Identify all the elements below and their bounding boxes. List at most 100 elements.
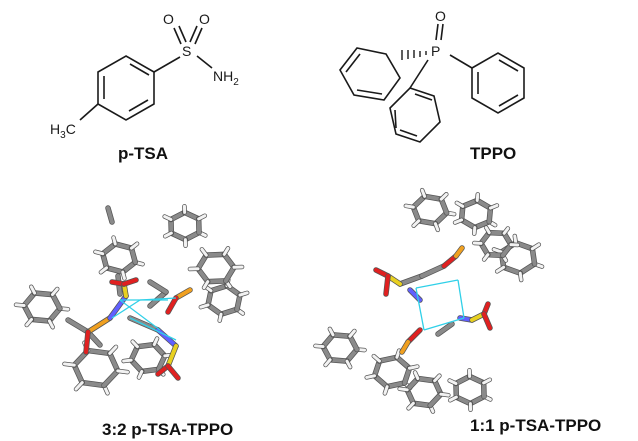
bond-stick — [86, 316, 112, 334]
bond-stick — [86, 348, 112, 356]
crystal-left-name: 3:2 p-TSA-TPPO — [102, 420, 234, 439]
hydrogen-bond — [119, 299, 161, 331]
tppo-ring-double-bond — [345, 53, 361, 73]
tppo-name: TPPO — [470, 144, 517, 163]
ptsa-amine-label: NH2 — [213, 68, 239, 88]
bond-stick — [475, 192, 480, 202]
bond-stick — [455, 201, 465, 208]
bond-stick — [156, 353, 167, 372]
ptsa-ring-double-bond — [129, 63, 150, 76]
bond-stick — [166, 344, 178, 368]
hydrogen-bond — [139, 297, 177, 301]
bond-stick — [482, 378, 492, 385]
tppo-ring-double-bond — [498, 94, 519, 107]
ptsa-s-o-bond — [178, 25, 187, 43]
bond-stick — [112, 236, 117, 246]
bond-stick — [106, 206, 114, 224]
ptsa-sulfur-label: S — [182, 43, 191, 59]
bond-stick — [72, 363, 85, 385]
bond-stick — [487, 206, 493, 224]
ptsa-methyl-label: H3C — [50, 121, 76, 141]
bond-stick — [200, 247, 208, 257]
bond-stick — [495, 265, 506, 273]
bond-stick — [492, 247, 503, 254]
bond-stick — [416, 218, 438, 226]
crystal-structure-1-1 — [313, 187, 545, 414]
bond-stick — [166, 364, 180, 380]
bond-stick — [411, 401, 433, 408]
bond-stick — [422, 194, 444, 202]
bond-stick — [433, 222, 440, 232]
ptsa-atom-labels: O O S NH2 H3C — [50, 11, 239, 141]
bond-stick — [328, 357, 349, 364]
bond-stick — [439, 392, 450, 397]
tppo-ring-double-bond — [399, 129, 418, 137]
bond-stick — [139, 367, 161, 374]
hydrogen-bond — [457, 279, 465, 319]
bond-stick — [530, 246, 537, 266]
ptsa-ring-double-bond — [128, 99, 149, 112]
bond-stick — [14, 303, 26, 307]
bond-stick — [513, 234, 518, 245]
tppo-hash-wedge — [401, 50, 427, 60]
bond-stick — [122, 278, 138, 286]
bond-stick — [448, 395, 458, 402]
bond-stick — [202, 280, 210, 290]
bond-stick — [219, 307, 240, 317]
bond-stick — [148, 280, 168, 294]
bond-stick — [218, 312, 223, 323]
bond-stick — [238, 291, 249, 297]
bond-stick — [395, 349, 401, 359]
bond-stick — [29, 317, 52, 323]
tppo-p-o-bond — [435, 23, 439, 41]
bond-stick — [204, 252, 227, 258]
bond-stick — [324, 358, 332, 367]
bond-stick — [121, 270, 126, 280]
bond-stick — [398, 274, 424, 286]
bond-stick — [32, 291, 55, 297]
bond-stick — [365, 374, 377, 379]
tppo-phenyl-ring-right — [471, 52, 525, 114]
tppo-p-c-bond — [409, 59, 429, 89]
bond-stick — [47, 319, 55, 329]
hydrogen-bond — [423, 317, 465, 331]
ptsa-name: p-TSA — [118, 144, 169, 163]
bond-stick — [420, 264, 446, 278]
bond-stick — [484, 226, 491, 235]
tppo-p-c-bond — [449, 54, 473, 69]
bond-stick — [84, 330, 90, 354]
bond-stick — [482, 253, 490, 262]
bond-stick — [413, 370, 420, 381]
bond-stick — [372, 354, 381, 363]
bond-stick — [199, 303, 210, 309]
ptsa-c-ch3-bond — [79, 103, 99, 121]
tppo-phosphorus-label: P — [431, 43, 440, 59]
bond-stick — [197, 214, 207, 221]
bond-stick — [383, 385, 389, 395]
bond-stick — [93, 250, 105, 256]
bond-stick — [135, 342, 157, 349]
bond-stick — [25, 317, 33, 327]
tppo-ring-double-bond — [394, 109, 397, 129]
bond-stick — [50, 292, 62, 311]
bond-stick — [116, 369, 130, 374]
bond-stick — [488, 203, 499, 210]
ptsa-c-s-bond — [153, 56, 181, 73]
bond-stick — [104, 265, 125, 275]
bond-stick — [331, 332, 352, 339]
ptsa-oxygen-label: O — [163, 11, 174, 27]
tppo-ring-double-bond — [498, 59, 519, 72]
bond-stick — [439, 192, 448, 201]
ptsa-structure — [79, 25, 213, 121]
bond-stick — [385, 380, 407, 389]
bond-stick — [482, 312, 492, 330]
bond-stick — [404, 204, 415, 209]
bond-stick — [518, 271, 523, 282]
bond-stick — [107, 351, 120, 373]
tppo-ring-double-bond — [356, 89, 383, 95]
hydrogen-bond — [129, 317, 177, 341]
ptsa-s-n-bond — [196, 55, 213, 69]
hydrogen-bond — [415, 287, 425, 331]
bond-stick — [384, 274, 390, 296]
